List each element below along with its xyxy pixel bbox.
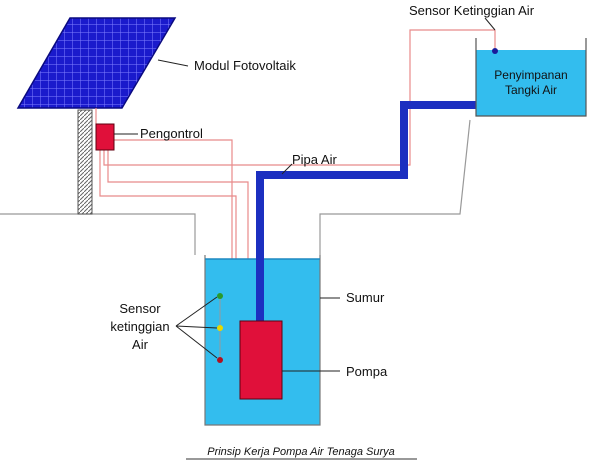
well-sensor-leader-2 xyxy=(175,325,218,329)
controller-label: Pengontrol xyxy=(140,126,203,141)
pump-label: Pompa xyxy=(346,364,388,379)
solar-module-label: Modul Fotovoltaik xyxy=(194,58,296,73)
water-pipe xyxy=(256,101,478,323)
storage-tank-label-1: Penyimpanan xyxy=(494,68,567,82)
pipe-leader xyxy=(281,163,293,175)
diagram-caption: Prinsip Kerja Pompa Air Tenaga Surya xyxy=(207,446,395,458)
well-sensor-leader-1 xyxy=(175,296,218,327)
wire-tank-sensor xyxy=(103,29,495,166)
well-sensor-leader-3 xyxy=(175,325,218,359)
storage-tank-walls xyxy=(475,38,587,117)
storage-tank-water xyxy=(476,50,586,116)
wire-controller-pump-a xyxy=(107,150,249,322)
well-sensor-label-1: Sensor xyxy=(119,301,161,316)
water-pipe-label: Pipa Air xyxy=(292,152,337,167)
tank-sensor-dot xyxy=(492,48,498,54)
ground-line xyxy=(0,119,471,255)
controller-box xyxy=(95,123,115,151)
solar-panel xyxy=(16,17,177,109)
well-walls xyxy=(204,255,321,426)
sensor-dot-green xyxy=(217,293,223,299)
sensor-dot-yellow xyxy=(217,325,223,331)
well-label: Sumur xyxy=(346,290,385,305)
pump xyxy=(239,320,283,400)
well-sensor-label-3: Air xyxy=(132,337,149,352)
tank-sensor-label: Sensor Ketinggian Air xyxy=(409,3,535,18)
solar-module-leader xyxy=(157,59,189,67)
well-sensor-label-2: ketinggian xyxy=(110,319,169,334)
tank-sensor-leader xyxy=(484,17,496,31)
sensor-dot-red xyxy=(217,357,223,363)
panel-pole xyxy=(77,109,93,215)
storage-tank-label-2: Tangki Air xyxy=(505,83,557,97)
